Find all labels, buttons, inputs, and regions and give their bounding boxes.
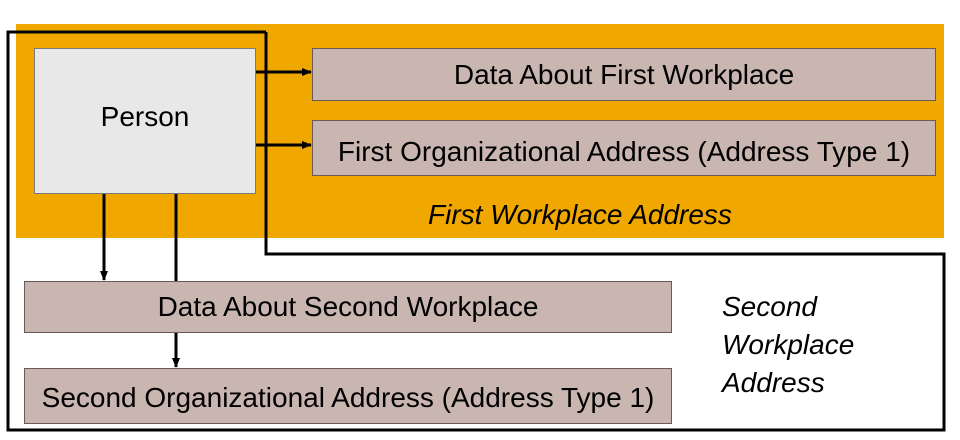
second-group-boundary <box>6 30 946 432</box>
second-label-line-3: Address <box>722 367 825 398</box>
second-workplace-data-label: Data About Second Workplace <box>157 291 539 322</box>
first-workplace-data-node: Data About First Workplace <box>312 48 936 101</box>
second-workplace-address-label: Second Workplace Address <box>722 288 854 402</box>
first-org-address-node: First Organizational Address (Address Ty… <box>312 120 936 176</box>
second-label-line-2: Workplace <box>722 329 855 360</box>
second-workplace-data-node: Data About Second Workplace <box>24 281 672 333</box>
person-label: Person <box>100 101 190 132</box>
person-node: Person <box>34 48 256 194</box>
second-org-address-label: Second Organizational Address (Address T… <box>41 382 655 413</box>
second-label-line-1: Second <box>722 291 817 322</box>
first-org-address-label: First Organizational Address (Address Ty… <box>337 136 911 167</box>
first-workplace-address-label: First Workplace Address <box>428 199 732 230</box>
first-workplace-data-label: Data About First Workplace <box>453 58 795 90</box>
second-org-address-node: Second Organizational Address (Address T… <box>24 368 672 424</box>
